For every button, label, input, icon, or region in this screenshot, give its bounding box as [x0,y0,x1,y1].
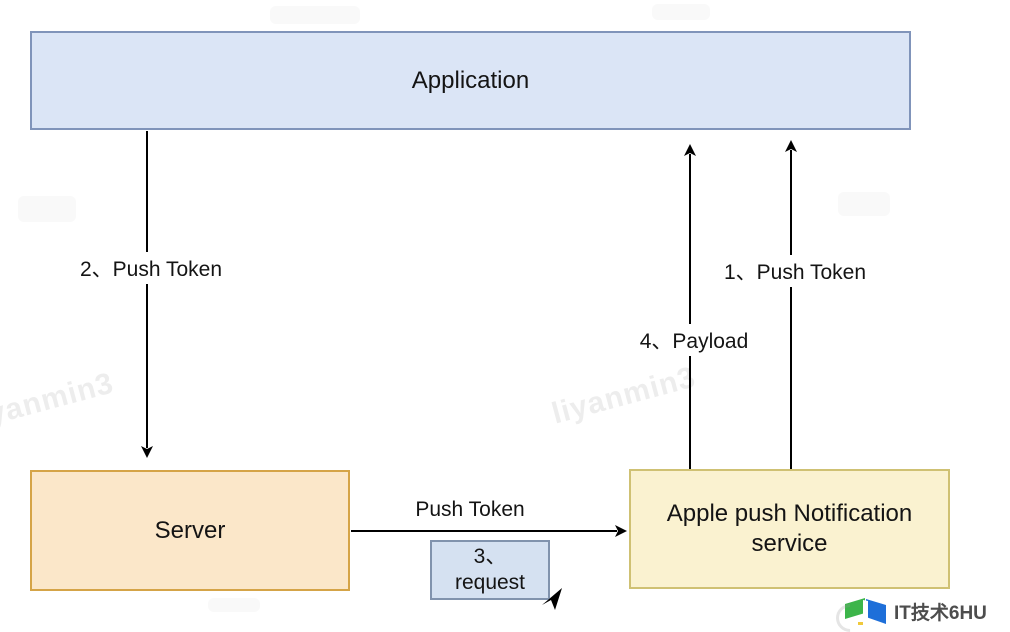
node-server-label: Server [154,516,226,544]
edge-label-push-token-2: 2、Push Token [74,252,228,284]
edge-label-payload-4: 4、Payload [634,324,754,356]
watermark-smudge [18,196,76,222]
mouse-cursor-icon [542,588,562,610]
brand-text: IT技术6HU [894,602,987,624]
request-note-line2: request [454,571,526,594]
watermark-smudge [270,6,360,24]
edge-label-push-token-1: 1、Push Token [718,255,872,287]
edge-label-push-token: Push Token [410,497,530,523]
request-note: 3、 request [430,540,550,600]
brand-flag-icon [845,598,886,625]
node-application: Application [30,31,911,130]
watermark-smudge [838,192,890,216]
node-apns: Apple push Notification service [629,469,950,589]
request-note-line1: 3、 [473,545,507,568]
brand-logo: IT技术6HU [830,596,987,632]
watermark-smudge [208,598,260,612]
node-application-label: Application [411,66,530,94]
watermark-smudge [652,4,710,20]
node-server: Server [30,470,350,591]
node-apns-label: Apple push Notification service [666,500,913,557]
